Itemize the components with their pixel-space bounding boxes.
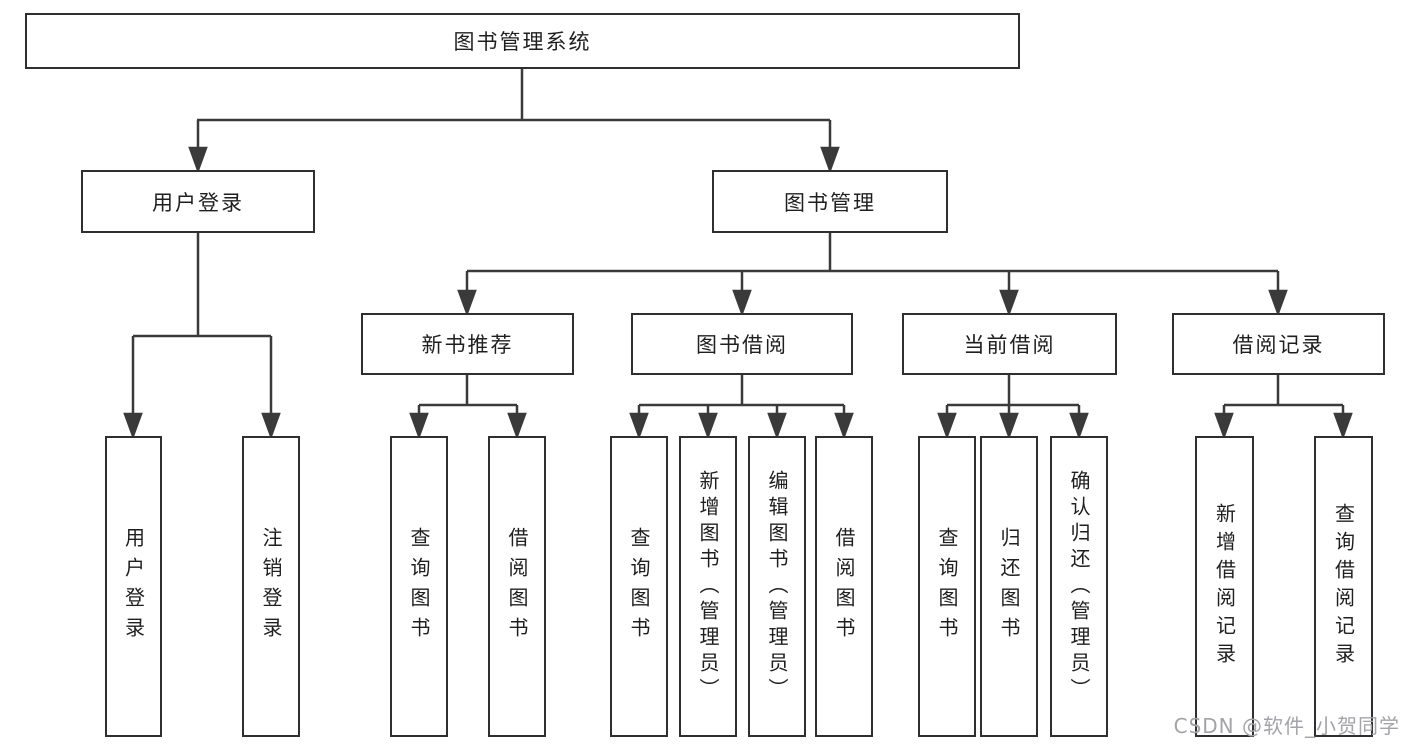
- node-borrow-record-label: 借阅记录: [1232, 333, 1325, 357]
- node-book-borrow-label: 图书借阅: [696, 333, 788, 357]
- leaf-query-book-current-label: 查询图书: [935, 526, 959, 647]
- leaf-add-borrow-record-label: 新增借阅记录: [1212, 502, 1237, 671]
- arrow-to-new-book-rec: [457, 289, 477, 317]
- arrow-to-book-borrow: [732, 289, 752, 317]
- leaf-user-login: 用户登录: [105, 436, 162, 737]
- leaf-query-book-current: 查询图书: [918, 436, 976, 737]
- leaf-confirm-return-admin-label: 确认归还（管理员）: [1067, 469, 1091, 704]
- arrow-to-leaf-logout: [261, 412, 281, 440]
- arrow-to-book-mgmt: [820, 146, 840, 174]
- leaf-add-book-admin-label: 新增图书（管理员）: [696, 469, 720, 704]
- node-new-book-recommend-label: 新书推荐: [421, 333, 514, 357]
- leaf-confirm-return-admin: 确认归还（管理员）: [1050, 436, 1108, 737]
- arrow-to-leaf-user-login: [123, 412, 143, 440]
- leaf-query-book-recommend-label: 查询图书: [407, 526, 431, 647]
- leaf-return-book-label: 归还图书: [997, 526, 1021, 647]
- leaf-edit-book-admin-label: 编辑图书（管理员）: [765, 469, 789, 704]
- arrow-to-current-borrow: [999, 289, 1019, 317]
- arrow-to-user-login: [188, 146, 208, 174]
- leaf-borrow-book-recommend: 借阅图书: [488, 436, 546, 737]
- leaf-query-borrow-record-label: 查询借阅记录: [1331, 502, 1356, 671]
- leaf-add-borrow-record: 新增借阅记录: [1195, 436, 1254, 737]
- arrow-to-borrow-record: [1268, 289, 1288, 317]
- node-root-system-label: 图书管理系统: [453, 30, 592, 54]
- leaf-return-book: 归还图书: [980, 436, 1038, 737]
- node-book-borrow: 图书借阅: [631, 313, 853, 375]
- node-user-login-label: 用户登录: [152, 190, 244, 215]
- node-current-borrow: 当前借阅: [902, 313, 1117, 375]
- leaf-query-book-recommend: 查询图书: [390, 436, 448, 737]
- node-current-borrow-label: 当前借阅: [963, 333, 1056, 357]
- node-new-book-recommend: 新书推荐: [361, 313, 574, 375]
- node-root-system: 图书管理系统: [25, 13, 1020, 69]
- leaf-add-book-admin: 新增图书（管理员）: [679, 436, 737, 737]
- leaf-borrow-book-label: 借阅图书: [832, 526, 856, 647]
- leaf-borrow-book: 借阅图书: [815, 436, 873, 737]
- leaf-edit-book-admin: 编辑图书（管理员）: [748, 436, 806, 737]
- leaf-query-borrow-record: 查询借阅记录: [1314, 436, 1373, 737]
- node-book-management: 图书管理: [712, 170, 948, 233]
- leaf-logout-label: 注销登录: [259, 526, 283, 647]
- leaf-logout: 注销登录: [242, 436, 300, 737]
- leaf-borrow-book-recommend-label: 借阅图书: [505, 526, 529, 647]
- leaf-query-book-borrow: 查询图书: [610, 436, 668, 737]
- leaf-query-book-borrow-label: 查询图书: [627, 526, 651, 647]
- node-borrow-record: 借阅记录: [1172, 313, 1385, 375]
- node-user-login: 用户登录: [81, 170, 315, 233]
- node-book-management-label: 图书管理: [784, 190, 876, 215]
- leaf-user-login-label: 用户登录: [121, 526, 146, 647]
- csdn-watermark: CSDN @软件_小贺同学: [1173, 714, 1400, 738]
